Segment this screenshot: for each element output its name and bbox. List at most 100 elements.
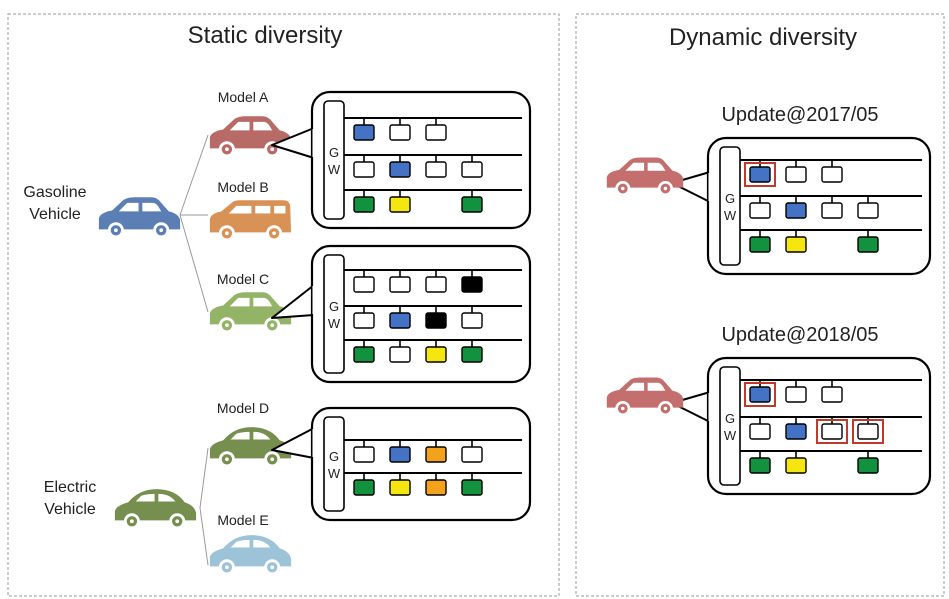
update-2017-network-ecu-3-1 <box>749 236 771 253</box>
update-2018-network-ecu-2-3-update-highlight <box>816 419 848 444</box>
model-a-network-gateway-g: G <box>329 145 339 160</box>
model-a-car-icon <box>209 116 292 158</box>
update-2018-network-ecu-2-3 <box>821 423 843 440</box>
model-a-network-ecu-2-3 <box>425 161 447 178</box>
model-a-network-ecu-2-4 <box>461 161 483 178</box>
electric-vehicle: Electric Vehicle <box>44 479 197 530</box>
model-d-network-ecu-2-2 <box>389 479 411 496</box>
update-2018-network-ecu-1-2 <box>785 386 807 403</box>
model-d-network-ecu-2-1 <box>353 479 375 496</box>
model-c-network-ecu-1-3 <box>425 276 447 293</box>
model-c-network: GW <box>271 244 532 384</box>
model-e: Model E <box>209 512 292 576</box>
update-2017-network-ecu-2-3 <box>821 202 843 219</box>
model-a-network-gateway-w: W <box>328 162 341 177</box>
dynamic-panel-frame <box>575 13 945 597</box>
update-2017-network-ecu-2-4 <box>857 202 879 219</box>
update-2018-network-ecu-2-4-update-highlight <box>852 419 884 444</box>
gasoline-vehicle: Gasoline Vehicle <box>23 184 181 239</box>
model-c-network-ecu-2-4 <box>461 312 483 329</box>
update-2017-network-ecu-1-3 <box>821 166 843 183</box>
model-d: Model D <box>209 400 292 468</box>
electric-vehicle-label-line1: Electric <box>44 479 96 496</box>
model-d-network-ecu-2-4 <box>461 479 483 496</box>
static-panel-frame <box>7 13 560 597</box>
model-a-network-ecu-3-2 <box>389 196 411 213</box>
dynamic-car-2018-icon <box>606 377 684 417</box>
model-b-car-icon <box>209 200 292 242</box>
model-e-label: Model E <box>217 512 268 528</box>
model-a-network-ecu-1-2 <box>389 124 411 141</box>
update-2017-network-gateway-w: W <box>724 208 737 223</box>
model-d-network-ecu-1-3 <box>425 446 447 463</box>
update-2017-network-ecu-1-1-update-highlight <box>744 162 776 187</box>
model-d-network-ecu-1-2 <box>389 446 411 463</box>
model-d-label: Model D <box>217 400 269 416</box>
model-c-network-ecu-1-1 <box>353 276 375 293</box>
update-2018-network-ecu-2-1 <box>749 423 771 440</box>
model-c-network-ecu-3-2 <box>389 346 411 363</box>
model-d-network-gateway-box <box>323 416 345 512</box>
gasoline-vehicle-label-line2: Vehicle <box>29 206 81 223</box>
update-2018-network-ecu-2-2 <box>785 423 807 440</box>
model-a-network-ecu-3-1 <box>353 196 375 213</box>
model-d-network-gateway-g: G <box>329 449 339 464</box>
model-c-network-gateway-g: G <box>329 299 339 314</box>
dynamic-panel-title: Dynamic diversity <box>669 24 857 51</box>
model-c-network-pointer <box>271 284 315 319</box>
model-b-label: Model B <box>217 179 268 195</box>
update-2018-network-ecu-1-1-update-highlight <box>744 382 776 407</box>
model-d-network-gateway-w: W <box>328 466 341 481</box>
model-a-network-gateway-box <box>323 100 345 220</box>
model-c-network-gateway-box <box>323 254 345 374</box>
update-2018-network-bubble <box>706 356 932 496</box>
model-c-network-ecu-2-1 <box>353 312 375 329</box>
static-panel-title: Static diversity <box>188 22 343 49</box>
update-2018-network-ecu-3-1 <box>749 457 771 474</box>
model-c-label: Model C <box>217 271 269 287</box>
vehicle-tree-connectors <box>179 134 209 566</box>
update-2017-network-ecu-1-1 <box>749 166 771 183</box>
model-a-network-ecu-3-4 <box>461 196 483 213</box>
update-2018-network-ecu-1-3 <box>821 386 843 403</box>
model-a-network-ecu-1-1 <box>353 124 375 141</box>
model-d-network-ecu-2-3 <box>425 479 447 496</box>
model-a: Model A <box>209 89 292 158</box>
model-d-network-ecu-1-1 <box>353 446 375 463</box>
model-d-network: GW <box>271 406 532 522</box>
model-a-network-ecu-2-2 <box>389 161 411 178</box>
model-b: Model B <box>209 179 292 242</box>
model-d-network-ecu-1-4 <box>461 446 483 463</box>
model-c-network-ecu-3-4 <box>461 346 483 363</box>
update-2018-network-gateway-w: W <box>724 428 737 443</box>
electric-vehicle-label-line2: Vehicle <box>44 501 96 518</box>
model-a-network-ecu-1-3 <box>425 124 447 141</box>
model-c-network-ecu-2-3 <box>425 312 447 329</box>
electric-vehicle-car-icon <box>114 489 197 530</box>
update-2017-network-ecu-3-4 <box>857 236 879 253</box>
update-2018-label: Update@2018/05 <box>721 324 878 346</box>
update-2018-network-gateway-g: G <box>725 411 735 426</box>
update-2017-network-ecu-2-2 <box>785 202 807 219</box>
update-2018-network-ecu-3-4 <box>857 457 879 474</box>
model-c-network-gateway-w: W <box>328 316 341 331</box>
update-2018-network-gateway-box <box>719 366 741 486</box>
model-a-network-ecu-2-1 <box>353 161 375 178</box>
model-c: Model C <box>209 271 292 334</box>
dynamic-car-2017-icon <box>606 157 684 197</box>
update-2017-network-gateway-g: G <box>725 191 735 206</box>
update-2018-network: GW <box>671 356 932 496</box>
model-a-network: GW <box>271 90 532 230</box>
model-c-network-ecu-1-4 <box>461 276 483 293</box>
update-2017-network-ecu-2-1 <box>749 202 771 219</box>
model-e-car-icon <box>209 535 292 576</box>
model-c-network-ecu-1-2 <box>389 276 411 293</box>
update-2017-network-ecu-3-2 <box>785 236 807 253</box>
update-2017-network: GW <box>671 136 932 276</box>
model-c-network-ecu-2-2 <box>389 312 411 329</box>
update-2017-network-gateway-box <box>719 146 741 266</box>
update-2018-network-ecu-2-4 <box>857 423 879 440</box>
update-2017-network-ecu-1-2 <box>785 166 807 183</box>
